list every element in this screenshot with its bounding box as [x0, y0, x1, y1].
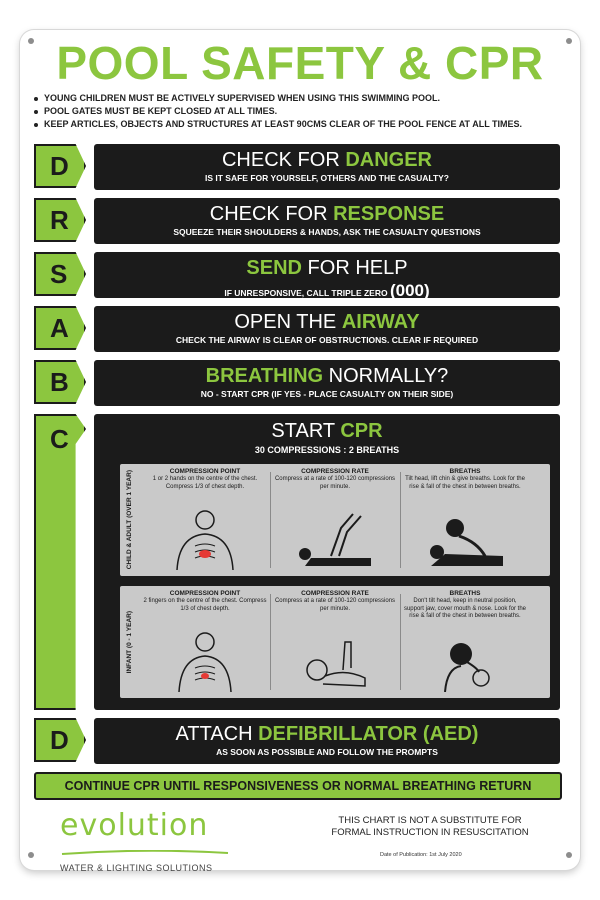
disclaimer: THIS CHART IS NOT A SUBSTITUTE FOR FORMA…: [331, 815, 529, 838]
pool-rules-list: YOUNG CHILDREN MUST BE ACTIVELY SUPERVIS…: [34, 92, 570, 131]
step-breathing: BREATHING NORMALLY? NO - START CPR (IF Y…: [94, 360, 560, 406]
rescue-breath-icon: [430, 519, 503, 566]
step-subtext: IS IT SAFE FOR YOURSELF, OTHERS AND THE …: [205, 173, 449, 183]
cpr-panel-adult: CHILD & ADULT (OVER 1 YEAR) COMPRESSION …: [120, 464, 550, 576]
step-heading: CHECK FOR RESPONSE: [209, 203, 445, 225]
step-letter-r: R: [34, 198, 86, 242]
breaths-column: BREATHS Tilt head, lift chin & give brea…: [400, 468, 530, 572]
rule-item: YOUNG CHILDREN MUST BE ACTIVELY SUPERVIS…: [34, 92, 570, 105]
logo-wordmark: evolution: [60, 808, 209, 843]
step-subtext: IF UNRESPONSIVE, CALL TRIPLE ZERO (000): [224, 281, 430, 300]
logo-subtitle: WATER & LIGHTING SOLUTIONS: [60, 863, 213, 873]
torso-hands-icon: [176, 510, 234, 570]
step-subtext: AS SOON AS POSSIBLE AND FOLLOW THE PROMP…: [216, 747, 438, 757]
breaths-column: BREATHS Don't tilt head, keep in neutral…: [400, 590, 530, 694]
mounting-hole: [566, 852, 572, 858]
cpr-panel-infant: INFANT (0 - 1 YEAR) COMPRESSION POINT 2 …: [120, 586, 550, 698]
step-send: SEND FOR HELP IF UNRESPONSIVE, CALL TRIP…: [94, 252, 560, 300]
infant-breath-icon: [444, 643, 490, 692]
step-letter-a: A: [34, 306, 86, 350]
compression-rate-column: COMPRESSION RATE Compress at a rate of 1…: [270, 468, 400, 572]
step-subtext: CHECK THE AIRWAY IS CLEAR OF OBSTRUCTION…: [175, 335, 479, 345]
step-heading: CHECK FOR DANGER: [221, 149, 432, 171]
panel-side-label: INFANT (0 - 1 YEAR): [125, 610, 133, 674]
step-heading: BREATHING NORMALLY?: [205, 365, 449, 387]
step-letter-c: C: [34, 414, 86, 710]
emergency-number: (000): [389, 281, 430, 300]
step-letter-s: S: [34, 252, 86, 296]
publication-date: Date of Publication: 1st July 2020: [380, 852, 462, 858]
step-letter-b: B: [34, 360, 86, 404]
mounting-hole: [566, 38, 572, 44]
step-heading: SEND FOR HELP: [246, 257, 408, 279]
pool-safety-sign: POOL SAFETY & CPR YOUNG CHILDREN MUST BE…: [20, 30, 580, 873]
step-heading: OPEN THE AIRWAY: [234, 311, 420, 333]
step-letter-d: D: [34, 144, 86, 188]
compression-rate-column: COMPRESSION RATE Compress at a rate of 1…: [270, 590, 400, 694]
evolution-logo: evolution WATER & LIGHTING SOLUTIONS: [60, 808, 240, 873]
logo-swoosh-icon: [61, 849, 229, 855]
bullet-icon: [34, 109, 38, 114]
mounting-hole: [28, 852, 34, 858]
step-heading: START CPR: [271, 420, 383, 442]
rule-item: POOL GATES MUST BE KEPT CLOSED AT ALL TI…: [34, 105, 570, 118]
infant-torso-icon: [178, 632, 232, 692]
rule-item: KEEP ARTICLES, OBJECTS AND STRUCTURES AT…: [34, 118, 570, 131]
compression-point-column: COMPRESSION POINT 2 fingers on the centr…: [140, 590, 270, 694]
step-subtext: NO - START CPR (IF YES - PLACE CASUALTY …: [200, 389, 454, 399]
step-defibrillator: ATTACH DEFIBRILLATOR (AED) AS SOON AS PO…: [94, 718, 560, 764]
panel-side-label: CHILD & ADULT (OVER 1 YEAR): [125, 470, 133, 570]
compression-point-column: COMPRESSION POINT 1 or 2 hands on the ce…: [140, 468, 270, 572]
sign-title: POOL SAFETY & CPR: [56, 37, 544, 89]
step-danger: CHECK FOR DANGER IS IT SAFE FOR YOURSELF…: [94, 144, 560, 190]
step-subtext: 30 COMPRESSIONS : 2 BREATHS: [254, 445, 400, 455]
continue-cpr-banner: CONTINUE CPR UNTIL RESPONSIVENESS OR NOR…: [34, 772, 562, 800]
step-heading: ATTACH DEFIBRILLATOR (AED): [175, 723, 479, 745]
step-letter-d-defib: D: [34, 718, 86, 762]
step-cpr: START CPR 30 COMPRESSIONS : 2 BREATHS CH…: [94, 414, 560, 710]
mounting-hole: [28, 38, 34, 44]
step-response: CHECK FOR RESPONSE SQUEEZE THEIR SHOULDE…: [94, 198, 560, 244]
bullet-icon: [34, 96, 38, 101]
infant-compression-icon: [306, 641, 366, 687]
step-subtext: SQUEEZE THEIR SHOULDERS & HANDS, ASK THE…: [173, 227, 481, 237]
bullet-icon: [34, 122, 38, 127]
step-airway: OPEN THE AIRWAY CHECK THE AIRWAY IS CLEA…: [94, 306, 560, 352]
chest-compression-icon: [299, 513, 371, 566]
